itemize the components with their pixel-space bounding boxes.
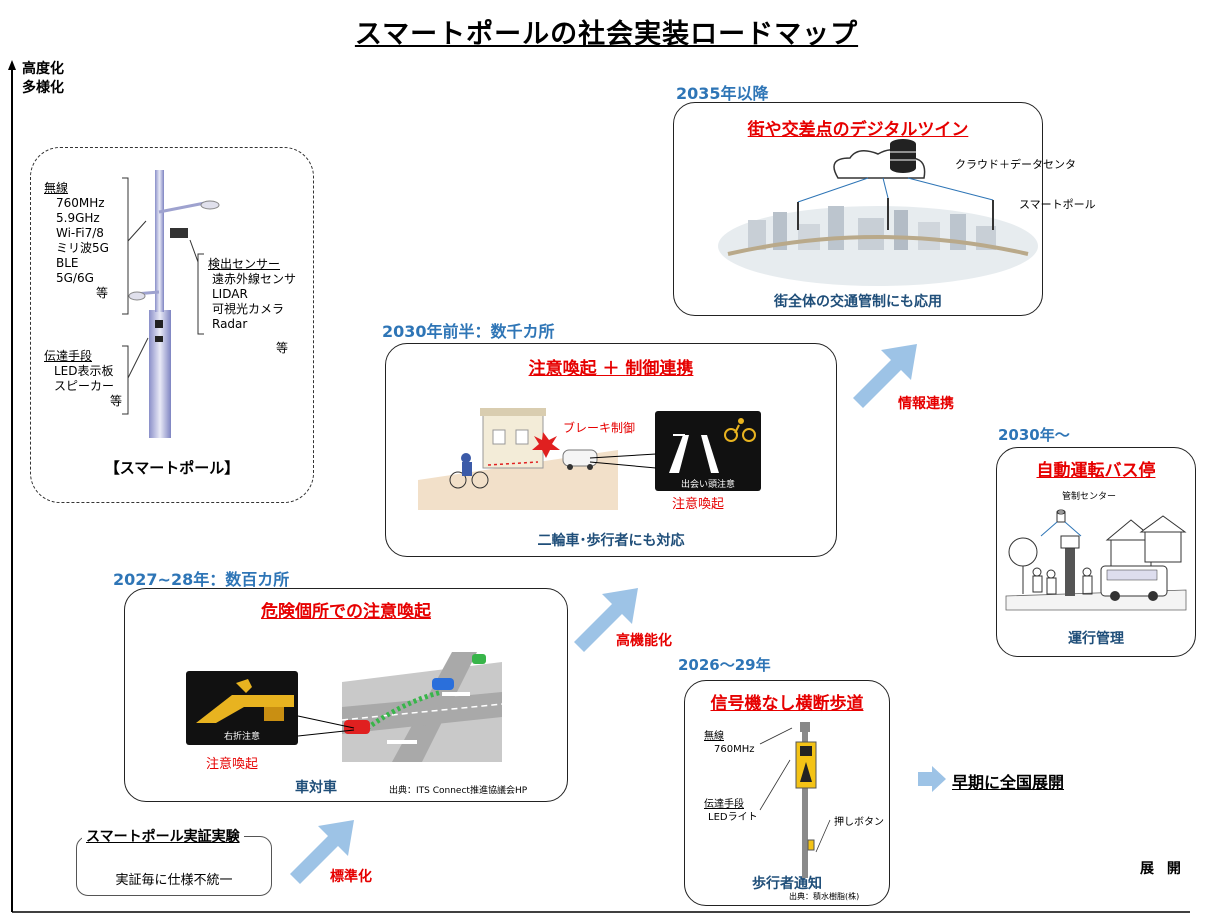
- crossing-pole-illustration: [795, 722, 817, 878]
- crossing-wireless-value: 760MHz: [714, 744, 755, 755]
- wireless-item: Wi-Fi7/8: [56, 226, 104, 240]
- pilot-title: スマートポール実証実験: [82, 826, 244, 846]
- phase-2030a-title-plus: ＋: [602, 359, 620, 379]
- phase-2035-heading: 2035年以降: [676, 84, 769, 103]
- phase-2027-source: 出典：ITS Connect推進協議会HP: [389, 786, 528, 796]
- phase-2035-cloud-label: クラウド＋データセンタ: [955, 158, 1076, 171]
- wireless-item: 5G/6G: [56, 271, 94, 285]
- city-twin-illustration: [718, 149, 1038, 286]
- database-icon: [890, 139, 916, 173]
- warning-screen-2027-text: 右折注意: [223, 732, 260, 742]
- sensor-heading: 検出センサー: [208, 257, 281, 271]
- phase-bus-center-label: 管制センター: [1062, 492, 1117, 502]
- page-title: スマートポールの社会実装ロードマップ: [354, 19, 859, 50]
- x-axis-label: 展 開: [1140, 861, 1185, 877]
- sensor-item: Radar: [212, 317, 248, 331]
- bus-stop-illustration: [1005, 509, 1187, 611]
- smart-pole-illustration: [128, 170, 220, 438]
- wireless-etc: 等: [96, 286, 109, 300]
- phase-crossing-box: 信号機なし横断歩道 歩行者通知 出典：積水樹脂(株): [684, 680, 890, 906]
- connector-2027: [297, 715, 355, 737]
- smart-pole-caption: 【スマートポール】: [104, 459, 240, 477]
- phase-bus-footer: 運行管理: [1068, 631, 1124, 647]
- smart-pole-panel: [30, 147, 314, 503]
- phase-2035-pole-label: スマートポール: [1019, 198, 1096, 211]
- phase-2035-footer: 街全体の交通管制にも応用: [774, 294, 942, 310]
- wireless-group: 無線 760MHz 5.9GHz Wi-Fi7/8 ミリ波5G BLE 5G/6…: [44, 181, 109, 301]
- rollout-text: 早期に全国展開: [952, 773, 1065, 792]
- phase-crossing-source: 出典：積水樹脂(株): [789, 892, 860, 901]
- arrow-link: [853, 344, 917, 408]
- wireless-item: ミリ波5G: [56, 241, 109, 255]
- arrow-advanced-label: 高機能化: [616, 633, 672, 649]
- phase-crossing-footer: 歩行者通知: [752, 876, 822, 892]
- y-axis-line1: 高度化: [22, 61, 64, 77]
- phase-2030a-alert: 注意喚起: [672, 497, 725, 512]
- sensor-item: 遠赤外線センサ: [212, 272, 297, 286]
- crossing-comm-heading: 伝達手段: [704, 799, 744, 810]
- comm-etc: 等: [110, 394, 123, 408]
- arrow-advanced: [574, 588, 638, 652]
- phase-2030a-title-b: 制御連携: [625, 359, 694, 379]
- warning-screen-2030a-text: 出会い頭注意: [680, 480, 735, 490]
- sensor-item: LIDAR: [212, 287, 248, 301]
- phase-bus-title: 自動運転バス停: [1036, 461, 1156, 481]
- phase-crossing-heading: 2026～29年: [678, 656, 771, 674]
- wireless-item: 5.9GHz: [56, 211, 100, 225]
- y-axis-line2: 多様化: [22, 80, 64, 96]
- wireless-heading: 無線: [44, 181, 69, 195]
- comm-item: スピーカー: [54, 379, 115, 393]
- phase-2030a-brake: ブレーキ制御: [563, 421, 636, 435]
- phase-2027-title: 危険個所での注意喚起: [261, 602, 431, 622]
- phase-2030a-box: 注意喚起 ＋ 制御連携 二輪車･歩行者にも対応: [385, 343, 837, 557]
- phase-crossing-title: 信号機なし横断歩道: [710, 694, 864, 714]
- arrow-link-label: 情報連携: [898, 396, 954, 412]
- pilot-text: 実証毎に仕様不統一: [115, 873, 233, 888]
- wireless-bracket: [122, 177, 147, 315]
- phase-2030a-title-a: 注意喚起: [528, 359, 597, 379]
- warning-screen-2030a: 出会い頭注意: [655, 411, 761, 491]
- crossing-comm-value: LEDライト: [708, 812, 758, 823]
- phase-2027-heading: 2027~28年：数百カ所: [113, 570, 290, 589]
- wireless-item: BLE: [56, 256, 79, 270]
- arrow-standardize: [290, 820, 354, 884]
- comm-item: LED表示板: [54, 364, 114, 378]
- bicycle-warning-icon: [669, 418, 756, 473]
- intersection-illustration: [341, 652, 503, 762]
- sensor-group: 検出センサー 遠赤外線センサ LIDAR 可視光カメラ Radar: [208, 257, 296, 332]
- right-turn-warning-icon: [196, 679, 294, 723]
- phase-2030a-footer: 二輪車･歩行者にも対応: [537, 533, 685, 549]
- phase-2030a-heading: 2030年前半：数千カ所: [382, 322, 555, 341]
- phase-2030a-title: 注意喚起 ＋ 制御連携: [386, 354, 836, 379]
- comm-group: 伝達手段 LED表示板 スピーカー 等: [44, 349, 122, 409]
- phase-crossing-wireless: 無線 760MHz: [704, 730, 754, 756]
- phase-2035-title: 街や交差点のデジタルツイン: [747, 120, 969, 140]
- arrow-standardize-label: 標準化: [330, 869, 372, 885]
- warning-screen-2027: 右折注意: [186, 671, 298, 745]
- y-axis-label: 高度化 多様化: [22, 60, 64, 98]
- bike-crossing-illustration: [418, 408, 618, 510]
- phase-2027-alert: 注意喚起: [206, 757, 259, 772]
- phase-crossing-comm: 伝達手段 LEDライト: [704, 798, 758, 824]
- sensor-etc: 等: [276, 341, 289, 355]
- phase-2027-footer: 車対車: [295, 780, 337, 796]
- phase-crossing-button: 押しボタン: [834, 817, 884, 828]
- connector-2030a: [589, 453, 657, 469]
- comm-bracket: [122, 337, 149, 415]
- comm-heading: 伝達手段: [44, 349, 93, 363]
- crossing-leaders: [759, 727, 831, 853]
- sensor-bracket: [189, 239, 204, 335]
- phase-bus-heading: 2030年～: [998, 426, 1070, 444]
- sensor-item: 可視光カメラ: [212, 302, 285, 316]
- rollout-arrow-icon: [918, 766, 946, 792]
- crossing-wireless-heading: 無線: [704, 731, 724, 742]
- wireless-item: 760MHz: [56, 196, 105, 210]
